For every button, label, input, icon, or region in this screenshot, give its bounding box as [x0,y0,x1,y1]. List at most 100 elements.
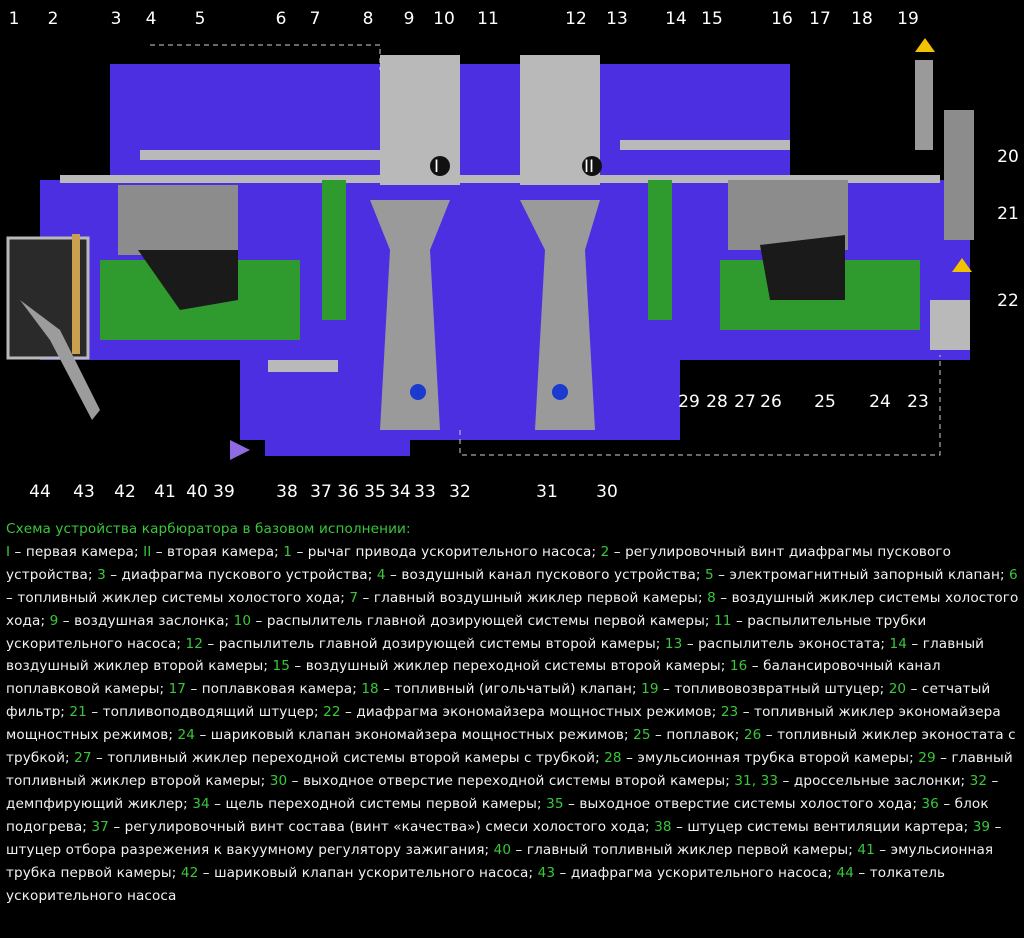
legend-item: 39 – штуцер отбора разрежения к вакуумно… [6,819,1002,858]
legend-number: 28 [604,750,622,767]
legend-item: 26 – топливный жиклер эконостата с трубк… [6,727,1016,766]
callout-number: 26 [760,392,782,412]
callout-number: 10 [433,9,455,29]
legend-text: – электромагнитный запорный клапан; [713,566,1010,583]
arrow-up-icon [915,38,935,52]
legend-text: – диафрагма экономайзера мощностных режи… [340,704,721,721]
legend-text: – распылитель главной дозирующей системы… [203,635,665,652]
legend-number: 13 [664,635,683,652]
callout-number: 6 [276,9,287,29]
legend-text: – регулировочный винт диафрагмы пусковог… [6,543,952,583]
legend-number: 44 [836,864,855,881]
callout-number: 5 [195,9,206,29]
legend-item: 5 – электромагнитный запорный клапан; [705,567,1009,583]
legend-item: 30 – выходное отверстие переходной систе… [270,773,735,789]
legend-number: 35 [546,795,564,812]
legend-text: – балансировочный канал поплавковой каме… [6,658,941,698]
legend-text: – вторая камера; [151,543,284,560]
callout-number: 30 [596,482,618,502]
callout-number: 3 [111,9,122,29]
legend-text: – воздушная заслонка; [58,612,234,629]
legend-number: 22 [323,704,341,721]
vacuum-line [459,355,941,456]
legend-number: I [6,543,11,560]
legend-item: 38 – штуцер системы вентиляции картера; [654,819,973,835]
callout-number: 40 [186,482,208,502]
legend-text: – щель переходной системы первой камеры; [209,795,547,812]
legend-text: – топливный жиклер переходной системы вт… [91,750,605,767]
legend-text: – выходное отверстие переходной системы … [287,772,735,789]
legend-item: 24 – шариковый клапан экономайзера мощно… [178,727,634,743]
callout-number: 41 [154,482,176,502]
legend-number: 41 [857,841,875,858]
legend-text: – выходное отверстие системы холостого х… [563,795,922,812]
legend-number: 20 [888,681,907,698]
callout-number: 29 [678,392,700,412]
callout-number: 33 [414,482,436,502]
callout-number: 34 [389,482,411,502]
callout-number: 31 [536,482,558,502]
legend-text: – главный топливный жиклер второй камеры… [6,750,1013,789]
legend-number: 7 [349,589,359,606]
arrow-right-icon [230,440,250,460]
legend-number: 40 [493,841,512,858]
chamber-label-second: II [584,157,594,177]
legend-number: 25 [633,727,651,744]
legend-item: 32 – демпфирующий жиклер; [6,773,998,812]
legend-item: 27 – топливный жиклер переходной системы… [74,750,604,766]
legend-number: 23 [720,704,739,721]
air-horn-second [520,55,602,430]
legend-item: 6 – топливный жиклер системы холостого х… [6,567,1018,606]
legend-item: 20 – сетчатый фильтр; [6,681,990,720]
callout-number: 25 [814,392,836,412]
legend-item: 17 – поплавковая камера; [169,681,362,697]
legend-number: 9 [49,612,59,629]
callout-number: 15 [701,9,723,29]
legend-item: 10 – распылитель главной дозирующей сист… [234,613,714,629]
legend-text: – диафрагма ускорительного насоса; [555,864,837,881]
legend-number: 18 [361,681,379,698]
legend-text: – эмульсионная трубка второй камеры; [621,750,919,767]
legend-item: 7 – главный воздушный жиклер первой каме… [349,590,707,606]
legend-number: 12 [185,635,203,652]
legend-number: 14 [889,635,908,652]
callout-number: 23 [907,392,929,412]
legend-number: 3 [97,566,106,583]
legend-number: 29 [918,750,936,767]
heating-block [265,440,410,456]
legend-number: 10 [233,612,252,629]
legend-number: 19 [641,681,659,698]
legend-number: 37 [91,818,109,835]
vacuum-fitting [268,360,338,372]
legend-number: 42 [180,864,199,881]
legend-number: 1 [283,543,293,560]
emulsion-tube-second [648,180,672,320]
legend-text: – распылитель эконостата; [682,635,890,652]
legend-number: 21 [69,704,87,721]
legend-text: – рычаг привода ускорительного насоса; [292,543,601,560]
legend-item: 2 – регулировочный винт диафрагмы пусков… [6,544,951,583]
callout-number: 12 [565,9,587,29]
callout-number: 11 [477,9,499,29]
legend-text: – главный топливный жиклер первой камеры… [511,841,858,858]
callout-number: 17 [809,9,831,29]
legend-text: – топливный жиклер эконостата с трубкой; [6,727,1016,767]
legend-number: 43 [537,864,556,881]
legend-item: 35 – выходное отверстие системы холостог… [546,796,921,812]
legend-number: 16 [729,658,748,675]
legend-item: 29 – главный топливный жиклер второй кам… [6,750,1013,789]
chamber-label-first: I [434,157,439,177]
callout-number: 16 [771,9,793,29]
legend-number: 5 [705,566,714,583]
legend-number: 30 [269,772,288,789]
accelerator-pump [6,234,100,420]
callout-number: 43 [73,482,95,502]
legend-item: 19 – топливовозвратный штуцер; [641,681,889,697]
callout-number: 7 [310,9,321,29]
callout-number: 14 [665,9,687,29]
legend-item: 8 – воздушный жиклер системы холостого х… [6,590,1018,629]
legend-item: 34 – щель переходной системы первой каме… [192,796,546,812]
